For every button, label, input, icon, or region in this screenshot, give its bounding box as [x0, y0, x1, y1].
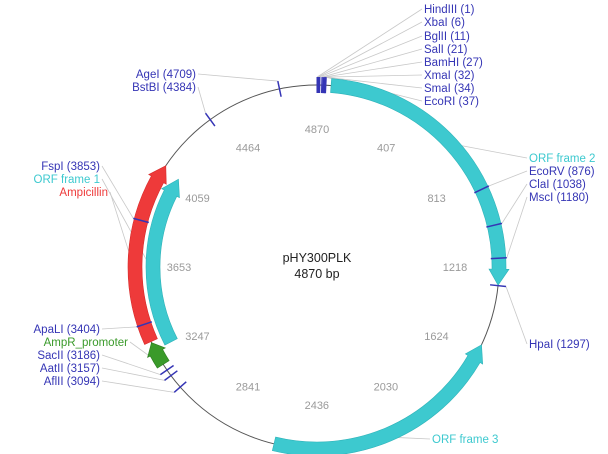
feature-orf-frame-2	[330, 78, 510, 286]
tick-label-3653: 3653	[167, 262, 191, 274]
tick-label-2841: 2841	[236, 381, 260, 393]
label-hpai-1297: HpaI (1297)	[529, 339, 590, 351]
leader-lines	[101, 8, 528, 440]
label-ampr-promoter: AmpR_promoter	[44, 337, 129, 349]
leader-aatii-3157	[101, 367, 165, 381]
leader-sali-21	[322, 48, 423, 78]
leader-sacii-3186	[101, 354, 161, 375]
plasmid-size: 4870 bp	[294, 267, 339, 281]
feature-ampicillin	[127, 165, 167, 345]
tick-label-1624: 1624	[424, 331, 448, 343]
label-xbai-6: XbaI (6)	[424, 17, 465, 29]
leader-hpai-1297	[505, 286, 528, 345]
tick-label-3247: 3247	[185, 331, 209, 343]
annotation-labels: HindIII (1)XbaI (6) BglII (11)SalI (21)Ba…	[34, 4, 596, 446]
leader-smai-34	[325, 76, 423, 89]
label-bglii-11: BglII (11)	[424, 31, 470, 43]
label-fspi-3853: FspI (3853)	[41, 161, 100, 173]
site-agei	[277, 80, 282, 97]
leader-aflii-3094	[101, 380, 175, 393]
site-ecorv	[474, 185, 490, 194]
leader-xbai-6	[318, 21, 423, 78]
label-msci-1180: MscI (1180)	[529, 192, 589, 204]
tick-label-2436: 2436	[305, 400, 329, 412]
leader-bamhi-27	[323, 61, 423, 78]
leader-clai-1038	[501, 183, 528, 224]
enzyme-site-marks	[133, 76, 507, 393]
site-msci	[490, 257, 507, 260]
site-ecori	[324, 77, 327, 94]
label-ampicillin: Ampicillin	[59, 187, 108, 199]
site-bamhi	[322, 77, 325, 94]
plasmid-name: pHY300PLK	[283, 251, 352, 265]
leader-hindiii-1	[317, 8, 423, 78]
label-bamhi-27: BamHI (27)	[424, 57, 483, 69]
site-sacii	[159, 364, 175, 376]
leader-fspi-3853	[101, 165, 134, 219]
leader-msci-1180	[506, 196, 528, 258]
feature-ampr-promoter	[147, 342, 170, 369]
label-orf-frame-2: ORF frame 2	[529, 153, 595, 165]
label-clai-1038: ClaI (1038)	[529, 179, 586, 191]
label-sali-21: SalI (21)	[424, 44, 468, 56]
tick-label-407: 407	[377, 143, 395, 155]
label-aflii-3094: AflII (3094)	[44, 376, 100, 388]
label-sacii-3186: SacII (3186)	[37, 350, 100, 362]
leader-orf-frame-3	[398, 437, 431, 440]
leader-ampicillin	[109, 191, 130, 252]
label-hindiii-1: HindIII (1)	[424, 4, 475, 16]
tick-label-813: 813	[427, 193, 445, 205]
site-bstbi	[204, 112, 216, 127]
label-agei-4709: AgeI (4709)	[136, 69, 196, 81]
site-fspi	[133, 217, 149, 224]
leader-ecorv-876	[488, 170, 528, 187]
leader-ampr-promoter	[129, 341, 152, 358]
label-orf-frame-1: ORF frame 1	[34, 174, 100, 186]
site-aflii	[173, 381, 187, 393]
tick-label-4870: 4870	[305, 124, 329, 136]
site-hpai	[490, 284, 507, 288]
leader-agei-4709	[197, 73, 278, 82]
site-apali	[136, 321, 153, 328]
tick-label-2030: 2030	[374, 382, 398, 394]
site-clai	[486, 222, 503, 228]
leader-apali-3404	[101, 326, 137, 330]
leader-bglii-11	[319, 35, 423, 78]
site-aatii	[164, 370, 178, 381]
label-aatii-3157: AatII (3157)	[40, 363, 100, 375]
label-ecorv-876: EcoRV (876)	[529, 166, 595, 178]
label-ecori-37: EcoRI (37)	[424, 96, 479, 108]
label-xmai-32: XmaI (32)	[424, 70, 475, 82]
leader-orf-frame-2	[461, 145, 528, 159]
position-ticks: 4870 407 813 1218 1624 2030 2436 2841 3247 3653 40…	[167, 124, 467, 412]
label-bstbi-4384: BstBI (4384)	[132, 82, 196, 94]
feature-orf-frame-1	[145, 178, 180, 346]
tick-label-4464: 4464	[236, 143, 260, 155]
label-apali-3404: ApaLI (3404)	[34, 324, 101, 336]
tick-label-4059: 4059	[185, 193, 209, 205]
label-smai-34: SmaI (34)	[424, 83, 475, 95]
tick-label-1218: 1218	[443, 262, 467, 274]
leader-bstbi-4384	[197, 86, 206, 114]
label-orf-frame-3: ORF frame 3	[432, 434, 498, 446]
leader-xmai-32	[324, 74, 423, 78]
